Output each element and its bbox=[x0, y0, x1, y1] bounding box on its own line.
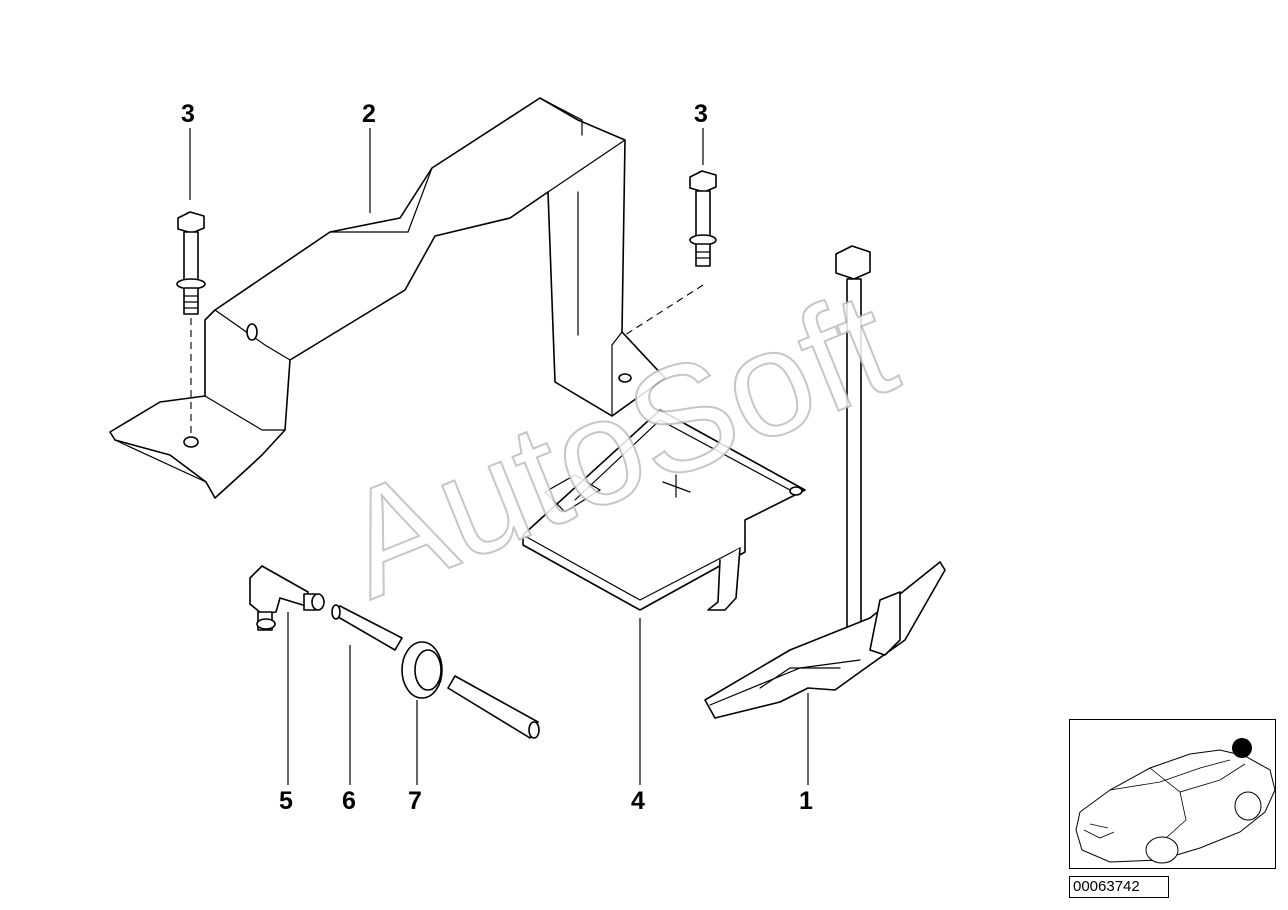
callout-1: 1 bbox=[799, 787, 813, 815]
holder-part-1 bbox=[704, 245, 946, 719]
callout-3-left: 3 bbox=[181, 100, 195, 128]
hose-part-6 bbox=[331, 604, 403, 651]
bolt-part-3-right bbox=[689, 170, 717, 267]
bolt-part-3-left bbox=[176, 211, 206, 315]
callout-5: 5 bbox=[279, 787, 293, 815]
grommet-part-7 bbox=[401, 641, 443, 699]
callout-6: 6 bbox=[342, 787, 356, 815]
hose-long bbox=[447, 675, 540, 739]
callout-7: 7 bbox=[408, 787, 422, 815]
location-marker-icon bbox=[1232, 738, 1252, 758]
connector-part-5 bbox=[249, 565, 325, 631]
tray-part-4 bbox=[522, 409, 806, 611]
callout-4: 4 bbox=[631, 787, 645, 815]
reference-code: 00063742 bbox=[1069, 876, 1169, 898]
car-outline-icon bbox=[1075, 738, 1276, 864]
assembly-line-right bbox=[624, 284, 704, 336]
leader-lines bbox=[189, 128, 809, 785]
callout-3-right: 3 bbox=[694, 100, 708, 128]
vehicle-location-thumbnail bbox=[1069, 719, 1276, 869]
bracket-part-2 bbox=[109, 97, 666, 499]
callout-2: 2 bbox=[362, 100, 376, 128]
